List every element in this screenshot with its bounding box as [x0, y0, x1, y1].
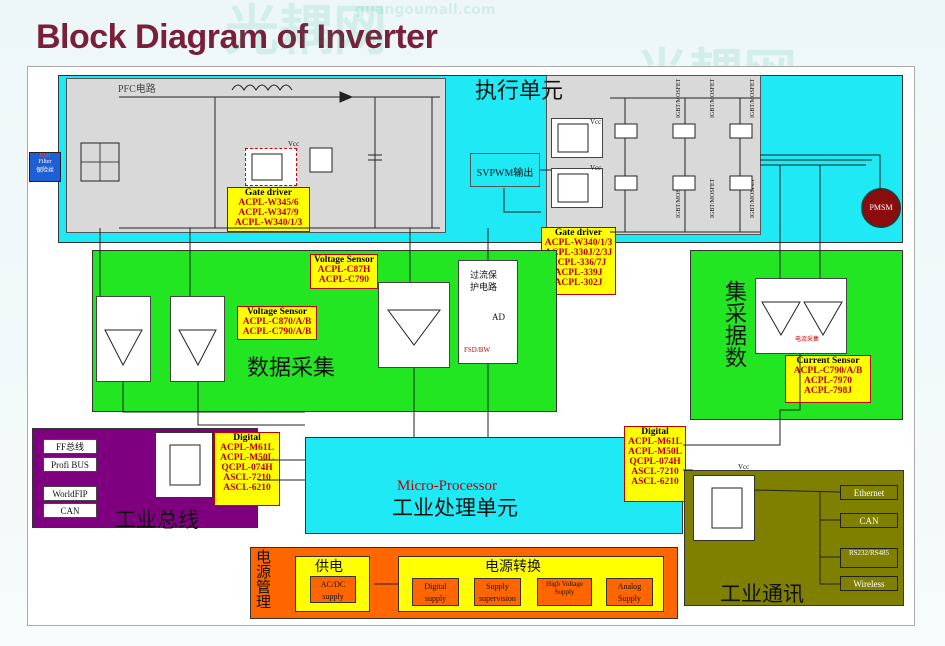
comm-item-rs232-rs485: RS232/RS485 [840, 548, 898, 568]
fieldbus-item-ff: FF总线 [43, 439, 97, 454]
convert-label: 电源转换 [485, 559, 541, 575]
gate-driver-2-part: ACPL-336/7J [550, 258, 607, 268]
voltage-sensor-1-parts: Voltage Sensor ACPL-C87H ACPL-C790 [310, 254, 378, 289]
microprocessor-cn-label: 工业处理单元 [392, 496, 518, 520]
digital-2-part: ASCL-7210 [631, 467, 679, 477]
vcc-label-3: Vcc [590, 164, 602, 172]
gate-driver-2-heading: Gate driver [554, 228, 603, 238]
watermark-domain: guangoumall.com [355, 2, 496, 18]
voltage-sensor-2-heading: Voltage Sensor [246, 307, 308, 317]
pmsm-label: PMSM [869, 203, 893, 212]
microprocessor-en-label: Micro-Processor [397, 478, 497, 494]
convert-item-digital: Digital supply [412, 578, 459, 606]
current-sensor-parts: Current Sensor ACPL-C790/A/B ACPL-7970 A… [785, 355, 871, 403]
current-sensor-heading: Current Sensor [796, 356, 860, 366]
vcc-label-1: Vcc [288, 140, 300, 148]
current-sensor-part: ACPL-7970 [803, 376, 853, 386]
emi-line2: Filter [38, 159, 52, 165]
amplifier-block-1 [96, 296, 151, 382]
igbt-label: IGBT/MOSFET [750, 78, 756, 118]
gate-driver-1-part: ACPL-W345/6 [238, 198, 299, 208]
gate-driver-1-parts: Gate driver ACPL-W345/6 ACPL-W347/9 ACPL… [227, 187, 310, 232]
voltage-sensor-2-part: ACPL-C870/A/B [242, 317, 312, 327]
power-management-label: 电源管理 [254, 549, 272, 609]
digital-1-part: QCPL-074H [221, 463, 273, 473]
industrial-comm-vcc: Vcc [738, 463, 750, 471]
svpwm-label: SVPWM输出 [476, 168, 534, 179]
igbt-label: IGBT/MOSFET [710, 178, 716, 218]
digital-1-part: ASCL-7210 [223, 473, 271, 483]
supply-box: AC/DC supply [310, 576, 356, 603]
current-sensor-part: ACPL-C790/A/B [793, 366, 863, 376]
fieldbus-item-profibus: Profi BUS [43, 457, 97, 472]
comm-item-wireless: Wireless [840, 576, 898, 591]
digital-2-part: ACPL-M61L [628, 437, 682, 447]
gate-driver-1-heading: Gate driver [244, 188, 293, 198]
overcurrent-ad: AD [492, 312, 505, 322]
overcurrent-fault: FSD/BW [464, 346, 491, 354]
data-collection-label: 集采据数 [721, 280, 746, 368]
gate-driver-optocoupler-2b [551, 168, 603, 208]
watermark-brand: 光耦网 [225, 0, 387, 62]
industrial-comm-label: 工业通讯 [720, 582, 804, 606]
gate-driver-2-part: ACPL-302J [554, 278, 603, 288]
amplifier-block-3 [378, 282, 450, 368]
current-sense-label: 电流采集 [795, 337, 820, 343]
current-sensor-part: ACPL-798J [803, 386, 853, 396]
data-acquisition-label: 数据采集 [247, 356, 336, 381]
gate-driver-optocoupler-1 [245, 148, 297, 186]
gate-driver-2-part: ACPL-339J [554, 268, 603, 278]
pmsm-motor: PMSM [861, 188, 901, 228]
voltage-sensor-2-part: ACPL-C790/A/B [242, 327, 312, 337]
convert-item-supervision: Supply supervision [474, 578, 521, 606]
digital-1-part: ASCL-6210 [223, 483, 271, 493]
fieldbus-label: 工业总线 [115, 508, 199, 532]
igbt-label: IGBT/MOSFET [676, 78, 682, 118]
microprocessor-region [305, 437, 683, 534]
igbt-label: IGBT/MOSFET [750, 178, 756, 218]
gate-driver-2-part: ACPL-330J/2/3J [544, 248, 613, 258]
gate-driver-1-part: ACPL-W347/9 [238, 208, 299, 218]
digital-1-part: ACPL-M50L [220, 453, 274, 463]
digital-2-part: ASCL-6210 [631, 477, 679, 487]
overcurrent-line2: 护电路 [470, 282, 498, 292]
page-title: Block Diagram of Inverter [36, 18, 438, 56]
gate-driver-2-part: ACPL-W340/1/3 [544, 238, 613, 248]
digital-2-part: ACPL-M50L [628, 447, 682, 457]
convert-item-high-voltage: High Voltage Supply [537, 578, 592, 606]
pfc-label: PFC电路 [118, 84, 156, 95]
emi-line3: 保险丝 [35, 168, 54, 174]
supply-label: 供电 [315, 559, 343, 575]
emi-line1: EMI [39, 153, 51, 159]
vcc-label-2: Vcc [590, 118, 602, 126]
convert-item-analog: Analog Supply [606, 578, 653, 606]
igbt-label: IGBT/MOSFET [676, 178, 682, 218]
digital-1-part: ACPL-M61L [220, 443, 274, 453]
voltage-sensor-1-part: ACPL-C87H [317, 265, 371, 275]
execution-unit-label: 执行单元 [475, 79, 564, 104]
comm-item-can: CAN [840, 513, 898, 528]
industrial-comm-opto-block [693, 475, 755, 541]
comm-item-ethernet: Ethernet [840, 485, 898, 500]
voltage-sensor-1-heading: Voltage Sensor [313, 255, 375, 265]
digital-1-heading: Digital [233, 433, 261, 443]
fieldbus-item-worldfip: WorldFIP [43, 486, 97, 501]
digital-2-heading: Digital [641, 427, 669, 437]
fieldbus-opto-block [155, 432, 213, 498]
digital-2-part: QCPL-074H [629, 457, 681, 467]
amplifier-block-2 [170, 296, 225, 382]
igbt-label: IGBT/MOSFET [710, 78, 716, 118]
digital-2-parts: Digital ACPL-M61L ACPL-M50L QCPL-074H AS… [624, 426, 686, 502]
emi-filter-block: EMI Filter 保险丝 [29, 152, 61, 182]
gate-driver-1-part: ACPL-W340/1/3 [234, 218, 303, 228]
voltage-sensor-1-part: ACPL-C790 [318, 275, 370, 285]
digital-1-parts: Digital ACPL-M61L ACPL-M50L QCPL-074H AS… [214, 432, 280, 506]
svpwm-block: SVPWM输出 [470, 153, 540, 187]
fieldbus-item-can: CAN [43, 503, 97, 518]
voltage-sensor-2-parts: Voltage Sensor ACPL-C870/A/B ACPL-C790/A… [237, 306, 317, 340]
